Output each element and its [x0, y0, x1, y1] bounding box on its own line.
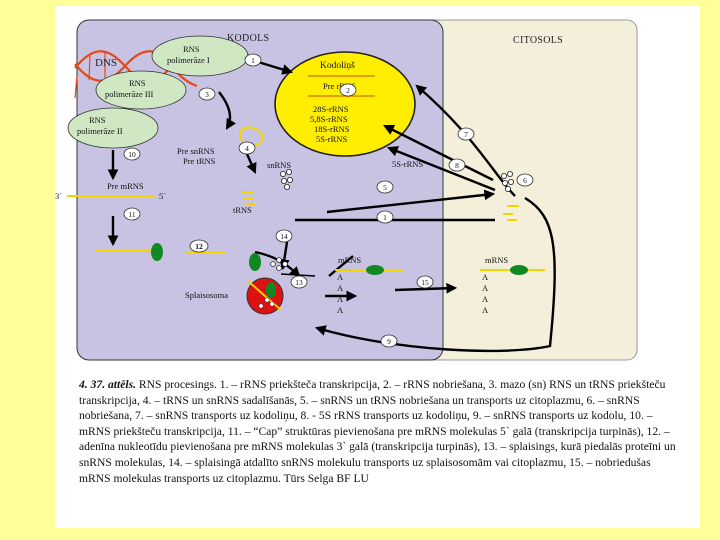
step-12-badge: 12	[189, 239, 209, 253]
nucleus-label: KODOLS	[227, 33, 269, 44]
rna-polymerase-3: RNS polimerāze III	[95, 70, 187, 110]
cytosol-snrna-cluster	[500, 170, 514, 192]
step-11-text: 11	[128, 210, 135, 219]
label-five-prime: 5`	[159, 191, 166, 201]
spliceosome-snrna	[270, 257, 288, 271]
step-3-badge: 3	[198, 87, 216, 101]
label-mrna-cytosol: mRNS	[485, 255, 508, 265]
poly-a-c3: A	[482, 294, 489, 304]
cytosol-label: CITOSOLS	[513, 35, 563, 46]
step-14-badge: 14	[275, 229, 293, 243]
step-13-badge: 13	[290, 275, 308, 289]
snrna-cluster	[279, 168, 293, 190]
label-spliceosome: Splaisosoma	[185, 290, 228, 300]
poly-a-c1: A	[482, 272, 489, 282]
step-1-badge: 1	[244, 53, 262, 67]
slide: KODOLS CITOSOLS DNS RNS polimerāze I RNS…	[55, 6, 700, 528]
polymerase-2-line2: polimerāze II	[77, 126, 123, 136]
polymerase-2-line1: RNS	[89, 115, 106, 125]
poly-a-tail-nucleus: A A A A	[337, 272, 344, 315]
step-2-text: 2	[346, 86, 350, 95]
step-5-badge: 5	[376, 180, 394, 194]
step-3-text: 3	[205, 90, 209, 99]
step-12-text: 12	[195, 242, 203, 251]
rna-processing-diagram: KODOLS CITOSOLS DNS RNS polimerāze I RNS…	[55, 19, 638, 361]
rrna-28s: 28S-rRNS	[313, 104, 349, 114]
step-11-badge: 11	[123, 207, 141, 221]
poly-a-n4: A	[337, 305, 344, 315]
rrna-5s: 5S-rRNS	[316, 134, 347, 144]
mature-mrna-nucleus	[335, 265, 403, 275]
step-5-text: 5	[383, 183, 387, 192]
step-15-text: 15	[421, 278, 429, 287]
label-mrna-nucleus: mRNS	[338, 255, 361, 265]
nucleolus-pre-rrna: Pre rRNS	[323, 81, 356, 91]
spliceosome	[246, 277, 284, 315]
step-2-badge: 2	[339, 83, 357, 97]
step-6-text: 6	[523, 176, 527, 185]
nucleolus-title: Kodoliņš	[320, 61, 355, 71]
step-9-badge: 9	[380, 334, 398, 348]
step-13-text: 13	[295, 278, 303, 287]
step-1-text: 1	[251, 56, 255, 65]
pre-mrna-strands	[67, 195, 225, 253]
polymerase-1-line1: RNS	[183, 44, 200, 54]
step-badges: 1 2 3 4 5 6 7 8 9 10 11 12 13 14 15 1	[123, 53, 534, 348]
caption-text: RNS procesings. 1. – rRNS priekšteča tra…	[79, 378, 676, 485]
dna-label: DNS	[95, 57, 117, 69]
label-trna: tRNS	[233, 205, 252, 215]
pre-snrna-loop	[239, 126, 264, 148]
step-7-badge: 7	[457, 127, 475, 141]
rna-polymerase-2: RNS polimerāze II	[67, 107, 159, 149]
poly-a-n1: A	[337, 272, 344, 282]
poly-a-n3: A	[337, 294, 344, 304]
step-15-badge: 15	[416, 275, 434, 289]
poly-a-c2: A	[482, 283, 489, 293]
poly-a-c4: A	[482, 305, 489, 315]
polymerase-3-line1: RNS	[129, 78, 146, 88]
poly-a-n2: A	[337, 283, 344, 293]
label-snrna: snRNS	[267, 160, 291, 170]
step-1b-text: 1	[383, 213, 387, 222]
step-8-text: 8	[455, 161, 459, 170]
step-9-text: 9	[387, 337, 391, 346]
step-8-badge: 8	[448, 158, 466, 172]
label-three-prime: 3`	[55, 191, 62, 201]
step-6-badge: 6	[516, 173, 534, 187]
label-pre-trna: Pre tRNS	[183, 156, 216, 166]
rrna-5-8s: 5,8S-rRNS	[310, 114, 348, 124]
label-pre-snrna: Pre snRNS	[177, 146, 215, 156]
label-pre-mrna: Pre mRNS	[107, 181, 144, 191]
figure-caption: 4. 37. attēls. RNS procesings. 1. – rRNS…	[79, 377, 679, 486]
rrna-18s: 18S-rRNS	[314, 124, 350, 134]
polymerase-1-line2: polimerāze I	[167, 55, 210, 65]
step-10-badge: 10	[123, 147, 141, 161]
mature-mrna-cytosol	[480, 265, 545, 275]
polymerase-3-line2: polimerāze III	[105, 89, 154, 99]
figure-label: 4. 37. attēls.	[79, 378, 137, 391]
cap-protein-2	[249, 253, 261, 271]
step-10-text: 10	[128, 150, 136, 159]
poly-a-tail-cytosol: A A A A	[482, 272, 489, 315]
step-1b-badge: 1	[376, 210, 394, 224]
label-5s-rrna: 5S-rRNS	[392, 159, 423, 169]
step-14-text: 14	[280, 232, 288, 241]
trna-marks	[241, 191, 519, 221]
cap-protein-1	[151, 243, 163, 261]
rna-polymerase-1: RNS polimerāze I	[151, 35, 249, 77]
nucleolus: Kodoliņš Pre rRNS 28S-rRNS 5,8S-rRNS 18S…	[274, 51, 416, 157]
step-4-text: 4	[245, 144, 249, 153]
step-7-text: 7	[464, 130, 468, 139]
step-4-badge: 4	[238, 141, 256, 155]
